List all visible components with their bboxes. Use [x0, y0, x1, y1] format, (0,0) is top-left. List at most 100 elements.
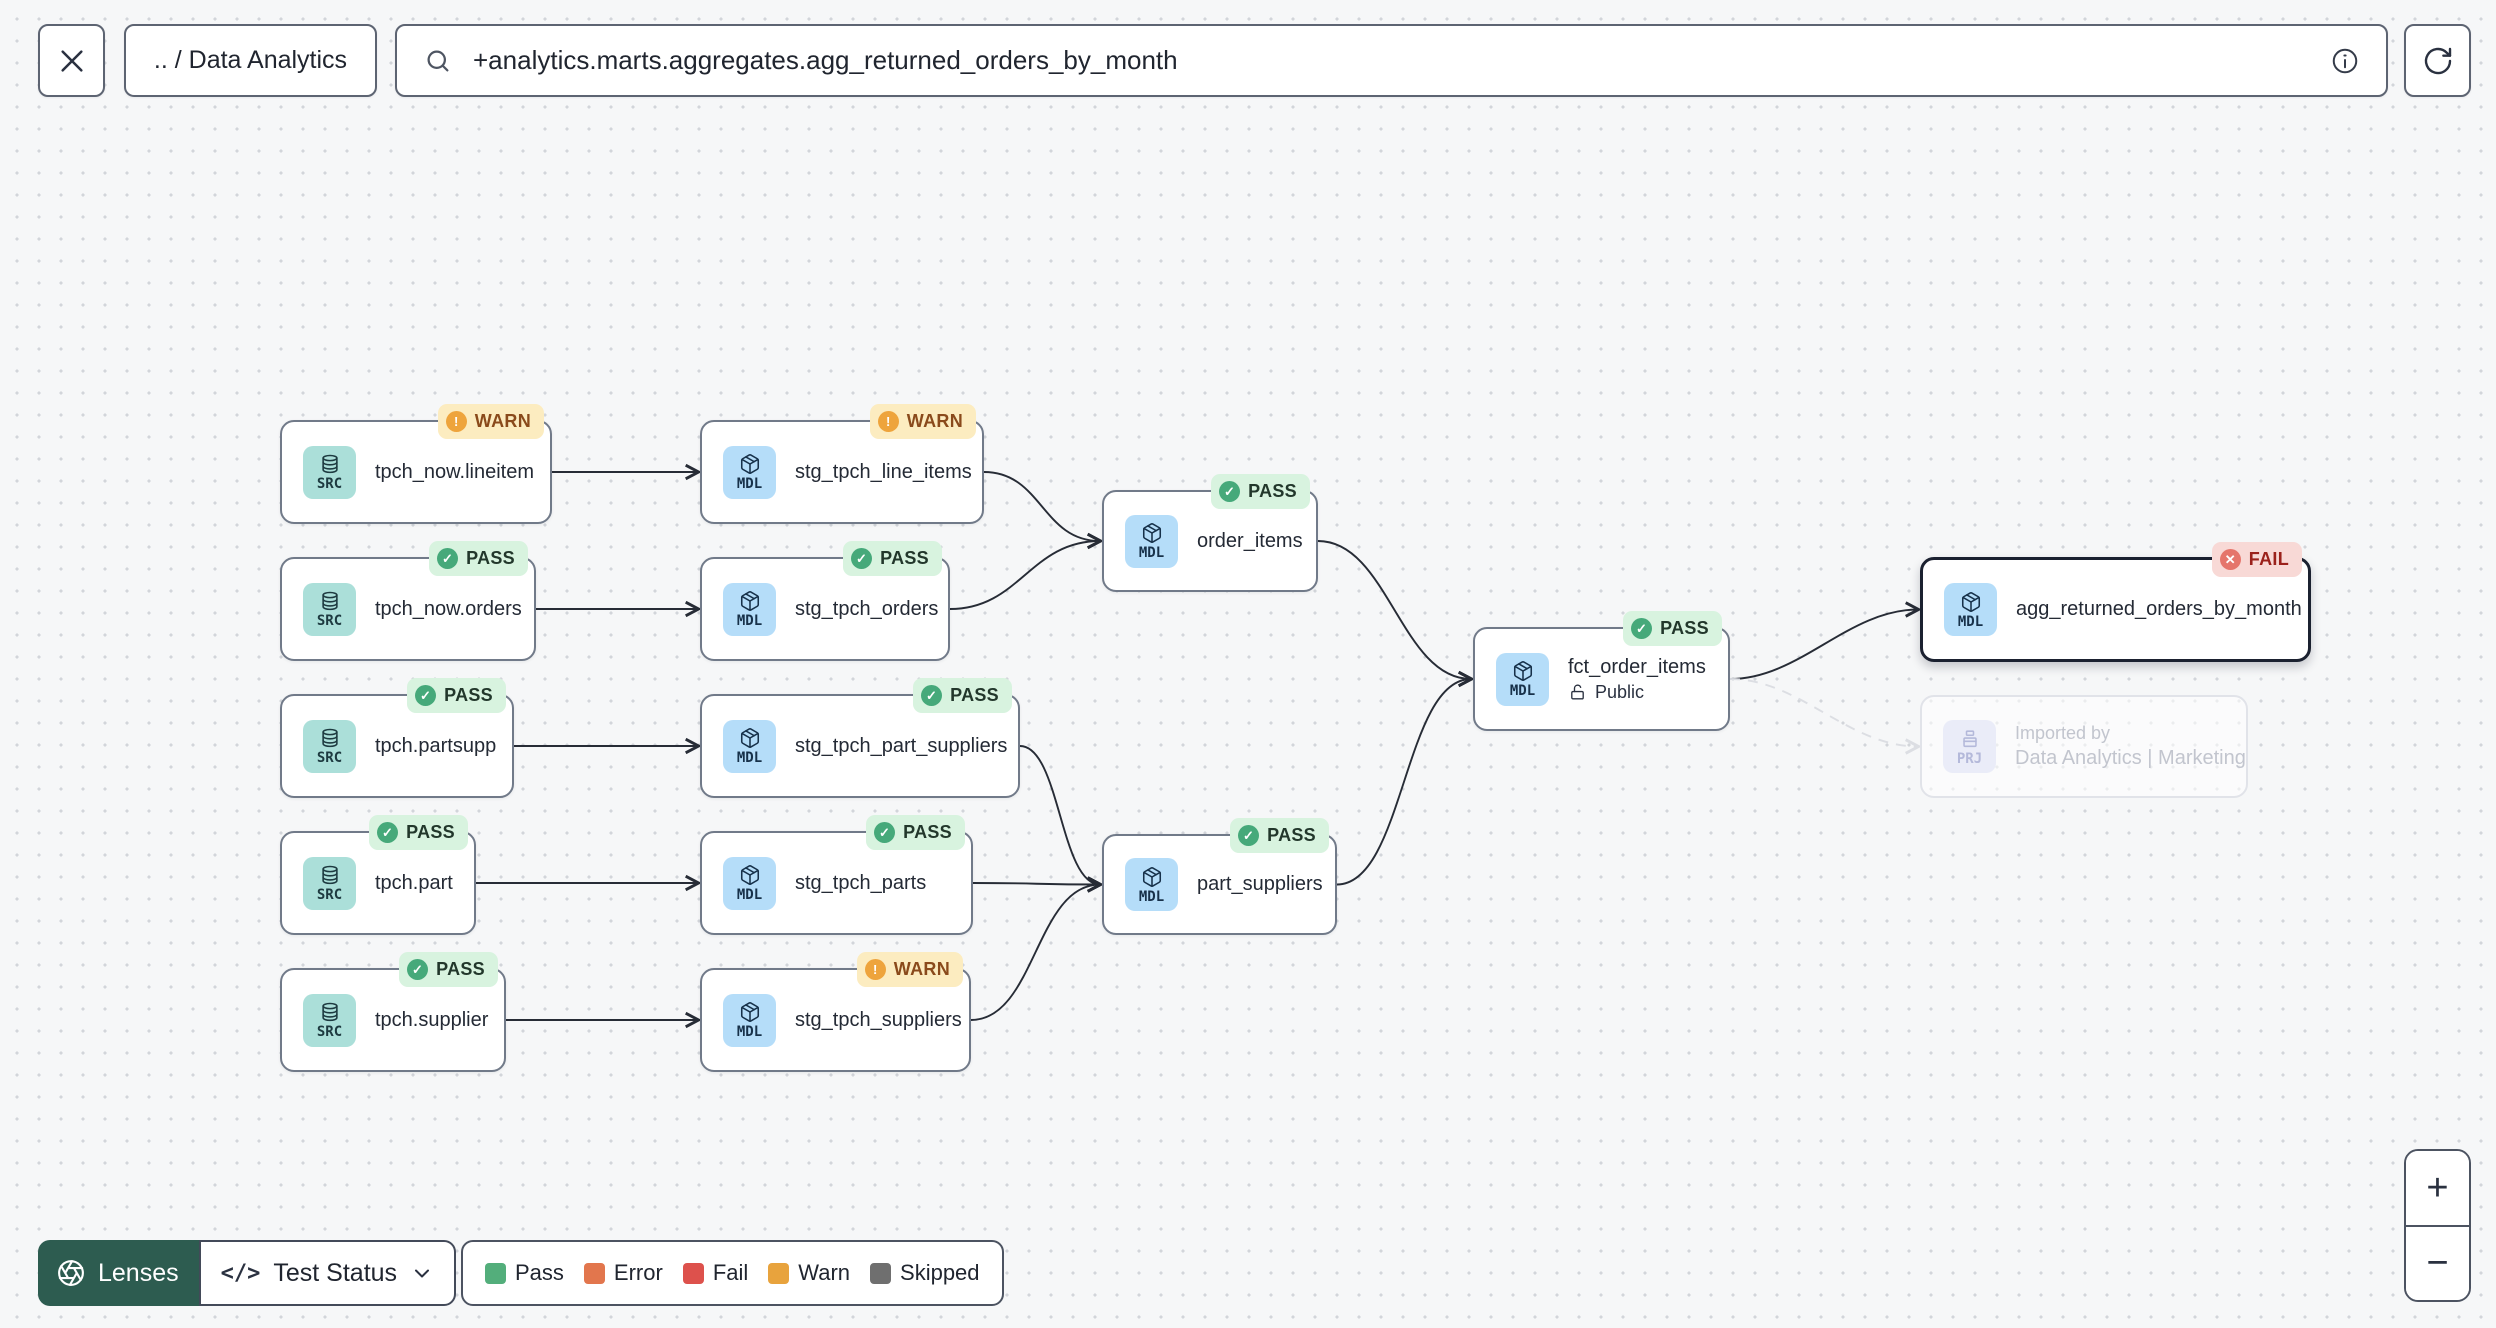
status-badge-pass: ✓PASS — [1211, 474, 1310, 509]
prj-type-tile: PRJ — [1943, 720, 1996, 773]
graph-node-order_items[interactable]: MDL order_items ✓PASS — [1102, 474, 1318, 592]
node-text: tpch.supplier — [375, 1009, 510, 1032]
node-text: tpch_now.orders — [375, 598, 544, 621]
src-type-tile: SRC — [303, 856, 356, 910]
node-type-label: SRC — [316, 613, 343, 629]
graph-edge-stg_tpch_parts-to-part_suppliers — [972, 883, 1100, 885]
package-icon — [739, 727, 761, 749]
mdl-type-tile: MDL — [723, 993, 776, 1047]
status-badge-pass: ✓PASS — [843, 541, 942, 576]
mdl-type-tile: MDL — [1496, 652, 1549, 706]
graph-edge-fct_order_items-to-agg_returned_orders_by_month — [1729, 610, 1918, 680]
package-icon — [1141, 866, 1163, 888]
node-label: stg_tpch_parts — [795, 871, 927, 894]
legend-swatch — [682, 1262, 704, 1284]
status-badge-label: PASS — [406, 822, 455, 842]
package-icon — [1512, 660, 1534, 682]
status-dot-icon: ✓ — [921, 685, 943, 706]
status-dot-icon: ✓ — [437, 548, 459, 569]
zoom-out-button[interactable]: − — [2406, 1226, 2469, 1300]
graph-node-agg_returned_orders_by_month[interactable]: MDL agg_returned_orders_by_month ✕ FAIL — [1920, 542, 2311, 662]
info-icon — [2332, 48, 2358, 73]
legend-item-warn: Warn — [768, 1260, 850, 1286]
lens-selector-label: Test Status — [273, 1258, 398, 1287]
lens-selector-button[interactable]: </> Test Status — [198, 1240, 457, 1306]
status-badge-pass: ✓PASS — [1230, 818, 1329, 853]
node-type-label: MDL — [1509, 683, 1536, 699]
lock-open-icon — [1568, 683, 1587, 702]
status-badge-label: FAIL — [2248, 549, 2289, 569]
status-dot-icon: ✓ — [407, 959, 429, 980]
node-label: agg_returned_orders_by_month — [2016, 598, 2302, 620]
zoom-in-button[interactable]: + — [2406, 1151, 2469, 1225]
lenses-label: Lenses — [98, 1258, 179, 1287]
node-text: tpch_now.lineitem — [375, 461, 556, 484]
status-dot-icon: ✓ — [415, 685, 437, 706]
close-button[interactable] — [38, 24, 105, 97]
lenses-control: Lenses </> Test Status — [38, 1240, 457, 1306]
node-text: order_items — [1197, 530, 1325, 553]
status-badge-fail: ✕ FAIL — [2211, 542, 2302, 577]
node-label: order_items — [1197, 529, 1303, 552]
legend-swatch — [485, 1262, 506, 1284]
search-input[interactable]: +analytics.marts.aggregates.agg_returned… — [395, 24, 2388, 97]
status-badge-pass: ✓ PASS — [429, 541, 528, 576]
graph-edge-fct_order_items-to-imported_by_project — [1729, 678, 1918, 747]
src-type-tile: SRC — [303, 445, 356, 499]
node-text: stg_tpch_part_suppliers — [795, 735, 1029, 758]
node-access-label: Public — [1568, 682, 1706, 703]
status-dot-icon: ✕ — [2219, 549, 2241, 570]
package-icon — [739, 1001, 761, 1023]
status-badge-label: PASS — [1248, 481, 1297, 501]
node-type-label: MDL — [1138, 545, 1165, 561]
info-button[interactable] — [2330, 46, 2360, 76]
node-label: tpch.supplier — [375, 1008, 489, 1031]
status-badge-pass: ✓PASS — [407, 678, 506, 713]
legend-label: Fail — [712, 1260, 749, 1285]
mdl-type-tile: MDL — [1125, 514, 1178, 568]
status-badge-label: PASS — [466, 548, 515, 568]
graph-edge-stg_tpch_part_suppliers-to-part_suppliers — [1019, 745, 1100, 885]
node-type-label: PRJ — [1956, 750, 1983, 767]
legend-swatch — [870, 1262, 892, 1284]
node-text: stg_tpch_suppliers — [795, 1009, 984, 1032]
node-type-label: SRC — [316, 1024, 343, 1040]
legend-item-error: Error — [583, 1260, 663, 1286]
refresh-button[interactable] — [2404, 24, 2471, 97]
mdl-type-tile: MDL — [1944, 583, 1997, 636]
node-label: Data Analytics | Marketing — [2015, 747, 2246, 769]
node-label: stg_tpch_orders — [795, 597, 939, 620]
database-icon — [319, 453, 341, 475]
status-badge-label: PASS — [436, 959, 485, 979]
node-type-label: MDL — [736, 750, 763, 766]
package-icon — [739, 590, 761, 612]
graph-node-tpch_supplier[interactable]: SRC tpch.supplier ✓ PASS — [280, 952, 506, 1072]
node-type-label: SRC — [316, 476, 343, 492]
status-dot-icon: ! — [445, 411, 467, 432]
status-badge-label: PASS — [1660, 618, 1709, 638]
src-type-tile: SRC — [303, 993, 356, 1047]
status-badge-pass: ✓PASS — [913, 678, 1012, 713]
breadcrumb[interactable]: .. / Data Analytics — [124, 24, 377, 97]
code-icon: </> — [220, 1260, 261, 1286]
database-icon — [319, 1001, 341, 1023]
status-dot-icon: ✓ — [1238, 825, 1260, 846]
lenses-button[interactable]: Lenses — [38, 1240, 199, 1306]
database-icon — [319, 864, 341, 886]
legend-label: Skipped — [900, 1260, 980, 1285]
